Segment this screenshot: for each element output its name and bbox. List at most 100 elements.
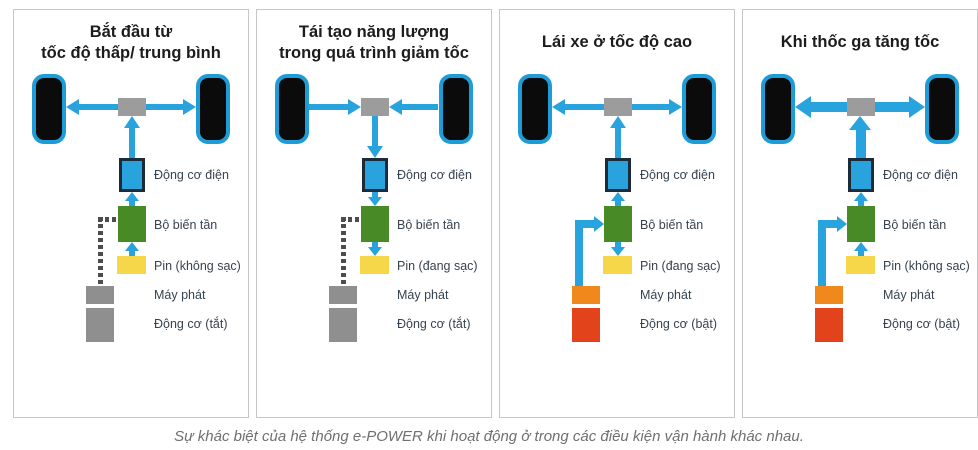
arrow-head-right [669,99,682,115]
inverter-label: Bộ biến tần [154,218,218,232]
inverter-to-battery-arrow [372,242,378,248]
axle-arrow-left [309,104,348,110]
motor-to-axle-arrow [615,126,621,158]
electric-motor-box [848,158,874,192]
generator-to-inverter-arrow-head [594,216,604,232]
arrow-head-up [610,116,626,128]
axle-arrow-right [146,104,183,110]
wheel-right [196,74,230,144]
battery-to-inverter-arrow-head [854,242,868,251]
axle-to-motor-arrow [372,116,378,146]
arrow-head-left [552,99,565,115]
generator-label: Máy phát [883,288,935,302]
arrow-head-left [66,99,79,115]
panel-title: Tái tạo năng lượng trong quá trình giảm … [279,22,469,62]
engine-label: Động cơ (tắt) [154,317,228,331]
generator-link-dashed-h [98,217,118,222]
inverter-to-motor-arrow [615,199,621,206]
generator-box [329,286,357,304]
battery-label: Pin (đang sạc) [397,259,478,273]
inverter-to-motor-arrow-head [854,192,868,201]
battery-box [603,256,632,274]
inverter-box [361,206,389,242]
inverter-to-motor-arrow [129,199,135,206]
inverter-to-motor-arrow-head [125,192,139,201]
electric-motor-box [119,158,145,192]
generator-link-dashed-v [98,217,103,286]
engine-box [329,308,357,342]
generator-label: Máy phát [397,288,449,302]
axle-arrow-right [875,102,909,112]
wheel-left [761,74,795,144]
gearbox-box [118,98,146,116]
battery-to-inverter-arrow [858,249,864,256]
inverter-to-battery-arrow-head [368,247,382,256]
wheel-left [518,74,552,144]
axle-arrow-right [632,104,669,110]
battery-to-inverter-arrow [129,249,135,256]
motor-label: Động cơ điện [883,168,958,182]
generator-to-inverter-arrow-h [818,220,838,228]
engine-label: Động cơ (bật) [640,317,717,331]
battery-to-inverter-arrow-head [125,242,139,251]
battery-label: Pin (không sạc) [154,259,241,273]
arrow-head-inward-right [389,99,402,115]
inverter-to-battery-arrow-head [611,247,625,256]
panel-high-speed: Lái xe ở tốc độ cao Động cơ điện Bộ biến [499,9,735,418]
inverter-label: Bộ biến tần [397,218,461,232]
arrow-head-down [367,146,383,158]
wheel-right [439,74,473,144]
engine-label: Động cơ (bật) [883,317,960,331]
wheel-right [925,74,959,144]
motor-to-axle-arrow [856,128,866,158]
motor-label: Động cơ điện [154,168,229,182]
panel-title: Bắt đầu từ tốc độ thấp/ trung bình [41,22,221,62]
axle-arrow-left [564,104,604,110]
generator-box [572,286,600,304]
panel-regeneration: Tái tạo năng lượng trong quá trình giảm … [256,9,492,418]
engine-box [815,308,843,342]
generator-to-inverter-arrow-head [837,216,847,232]
engine-box [86,308,114,342]
panel-hard-acceleration: Khi thốc ga tăng tốc Động cơ điện Bộ biế… [742,9,978,418]
motor-to-inverter-arrow-head [368,197,382,206]
arrow-head-up-thick [849,116,871,130]
motor-to-axle-arrow [129,126,135,158]
electric-motor-box [605,158,631,192]
wheel-left [32,74,66,144]
inverter-to-battery-arrow [615,242,621,248]
figure-caption: Sự khác biệt của hệ thống e-POWER khi ho… [174,428,804,445]
battery-label: Pin (không sạc) [883,259,970,273]
axle-arrow-left [810,102,847,112]
arrow-head-up [124,116,140,128]
electric-motor-box [362,158,388,192]
arrow-head-left-thick [795,96,811,118]
axle-arrow-left [78,104,118,110]
generator-to-inverter-arrow-v [818,220,826,286]
generator-label: Máy phát [640,288,692,302]
generator-box [815,286,843,304]
arrow-head-right [183,99,196,115]
inverter-label: Bộ biến tần [883,218,947,232]
battery-label: Pin (đang sạc) [640,259,721,273]
generator-link-dashed-v [341,217,346,286]
generator-to-inverter-arrow-v [575,220,583,286]
panel-low-speed-start: Bắt đầu từ tốc độ thấp/ trung bình Động … [13,9,249,418]
wheel-right [682,74,716,144]
battery-box [360,256,389,274]
inverter-box [118,206,146,242]
motor-label: Động cơ điện [397,168,472,182]
gearbox-box [847,98,875,116]
engine-box [572,308,600,342]
motor-label: Động cơ điện [640,168,715,182]
panels-row: Bắt đầu từ tốc độ thấp/ trung bình Động … [13,9,978,418]
gearbox-box [604,98,632,116]
arrow-head-inward-left [348,99,361,115]
inverter-to-motor-arrow-head [611,192,625,201]
battery-box [117,256,146,274]
arrow-head-right-thick [909,96,925,118]
motor-to-inverter-arrow [372,192,378,198]
inverter-label: Bộ biến tần [640,218,704,232]
panel-title: Lái xe ở tốc độ cao [541,33,693,52]
